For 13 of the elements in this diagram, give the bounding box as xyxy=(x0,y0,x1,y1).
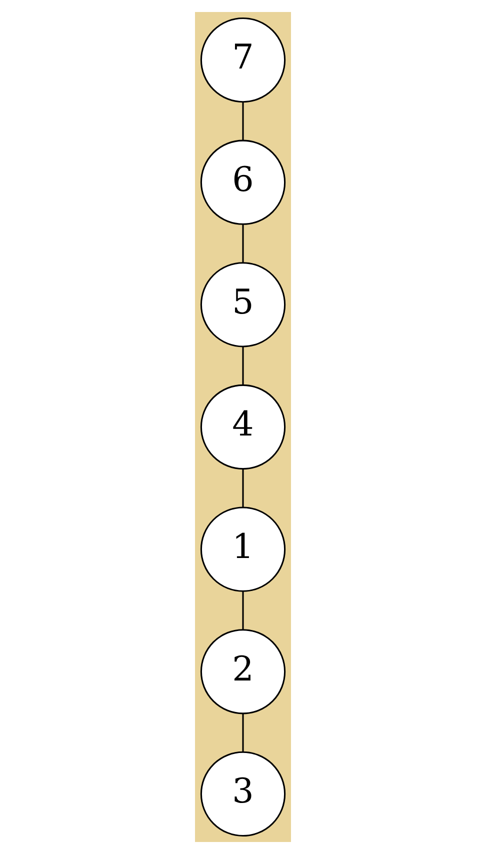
connector xyxy=(242,591,244,630)
connector xyxy=(242,102,244,140)
connector xyxy=(242,346,244,386)
node-circle: 3 xyxy=(200,751,286,837)
node-circle: 6 xyxy=(200,140,286,225)
node-circle: 5 xyxy=(200,262,286,348)
connector xyxy=(242,468,244,508)
connector xyxy=(242,224,244,263)
connector xyxy=(242,714,244,752)
node-circle: 1 xyxy=(200,506,286,592)
node-circle: 4 xyxy=(200,384,286,470)
node-circle: 7 xyxy=(200,17,286,103)
node-circle: 2 xyxy=(200,629,286,714)
